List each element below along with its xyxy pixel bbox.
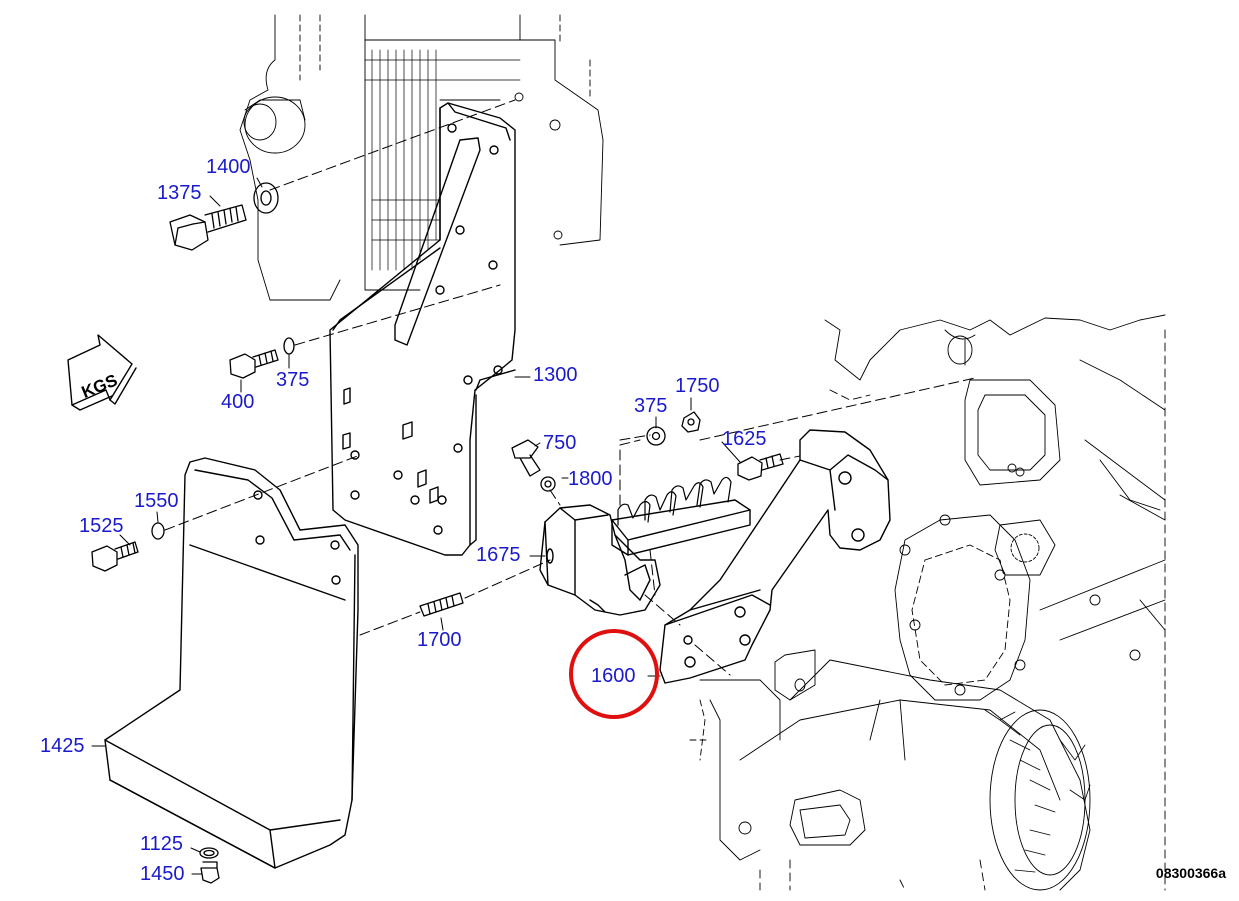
fasteners: [91, 182, 784, 884]
highlight-circle: [569, 629, 659, 719]
kgs-arrow-icon: KGS: [67, 334, 137, 411]
engine-block-top: [239, 14, 604, 301]
washer-1800: [540, 476, 556, 492]
callout-1300[interactable]: 1300: [533, 364, 578, 386]
plug-1450: [200, 861, 220, 884]
bolt-1525: [91, 541, 139, 572]
washer-1400: [253, 182, 279, 214]
engine-block-right: [824, 314, 1166, 891]
bottom-cylinder: [689, 649, 1091, 891]
callout-1750[interactable]: 1750: [675, 375, 720, 397]
callout-1450[interactable]: 1450: [140, 863, 185, 885]
washer-375b: [646, 426, 666, 446]
callout-1700[interactable]: 1700: [417, 629, 462, 651]
washer-375a: [283, 337, 295, 355]
callout-1125[interactable]: 1125: [140, 833, 184, 855]
callout-1425[interactable]: 1425: [40, 735, 85, 757]
leader-lines: [91, 177, 741, 875]
stud-1700: [419, 592, 464, 617]
callout-1400[interactable]: 1400: [206, 156, 251, 178]
clip-bracket-1675: [539, 476, 751, 616]
callout-750[interactable]: 750: [543, 432, 577, 454]
radiator-fins: [364, 49, 521, 271]
callout-1600[interactable]: 1600: [591, 665, 636, 687]
callout-400[interactable]: 400: [221, 391, 255, 413]
callout-1625[interactable]: 1625: [722, 428, 767, 450]
bolt-400: [229, 349, 279, 379]
callout-1675[interactable]: 1675: [476, 544, 521, 566]
washer-1125: [199, 847, 219, 859]
callout-1525[interactable]: 1525: [79, 515, 124, 537]
cooling-fins: [984, 709, 1091, 873]
mounting-plate-1300: [329, 102, 516, 556]
callout-1550[interactable]: 1550: [134, 490, 179, 512]
assembly-lines: [164, 99, 976, 676]
callout-1800[interactable]: 1800: [568, 468, 613, 490]
washer-1550: [151, 522, 165, 540]
bolt-1375: [169, 204, 247, 251]
tray-1425: [104, 457, 359, 869]
callout-1375[interactable]: 1375: [157, 182, 202, 204]
kgs-label: KGS: [79, 371, 120, 402]
bolt-1625: [737, 453, 784, 481]
bolt-750: [511, 439, 541, 477]
support-bracket-1600: [659, 429, 891, 684]
callout-375-left[interactable]: 375: [276, 369, 310, 391]
nut-1750: [681, 411, 701, 433]
callout-375-right[interactable]: 375: [634, 395, 668, 417]
document-id: 08300366a: [1155, 865, 1226, 881]
